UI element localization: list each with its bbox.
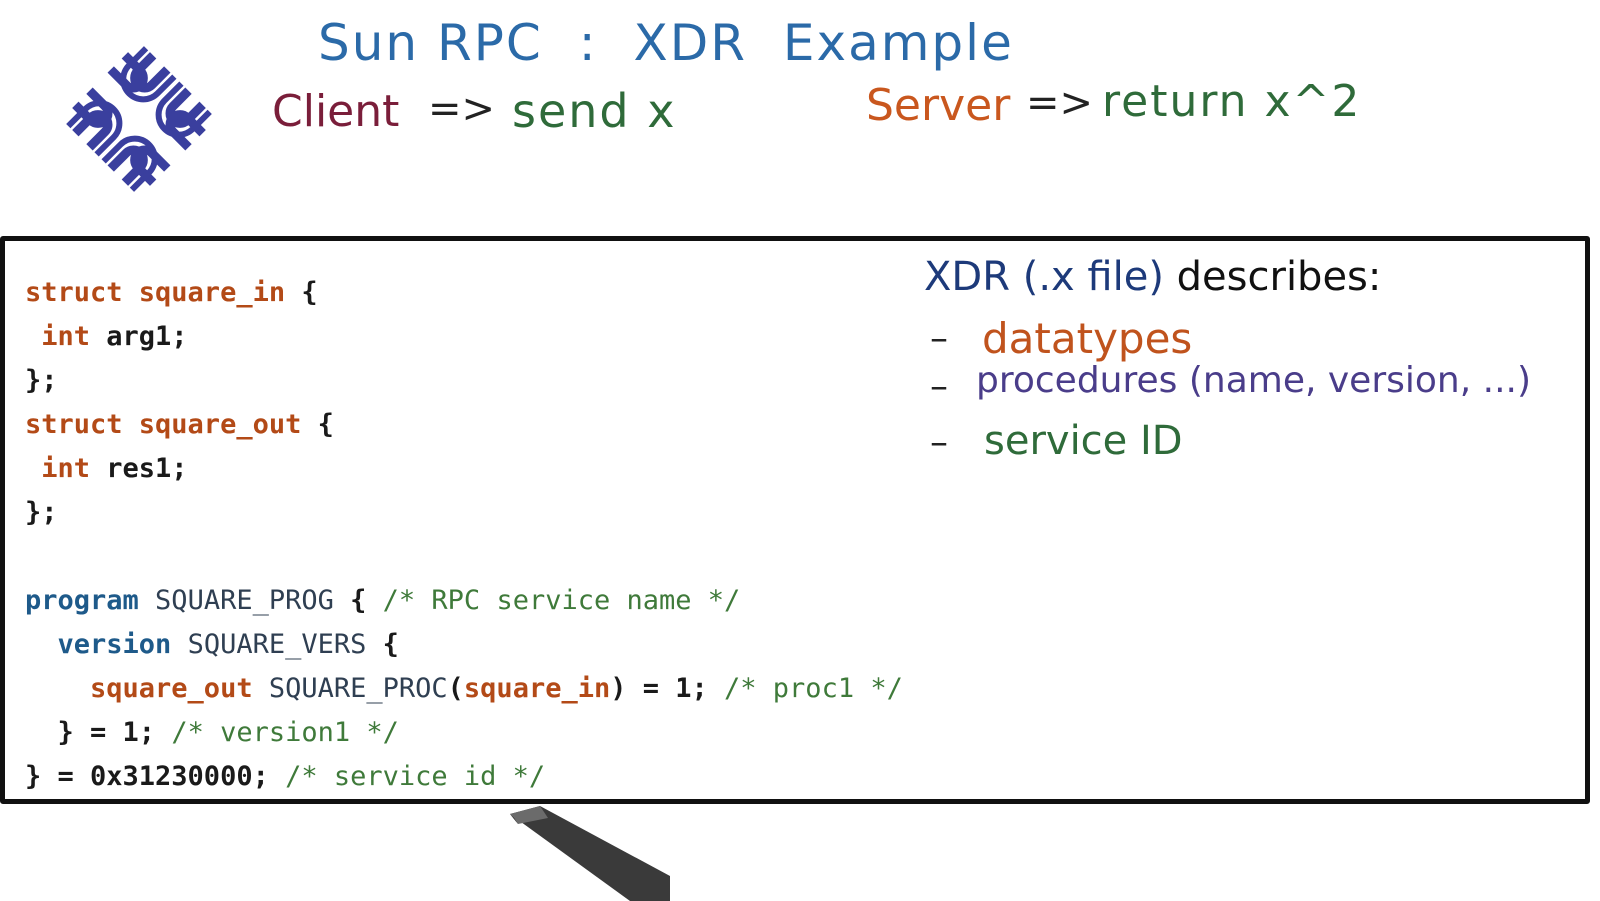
note-bullet-dash: –	[930, 366, 948, 407]
code-token-type: struct square_in	[25, 277, 286, 308]
code-token-type: square_out	[25, 673, 253, 704]
code-token-name: SQUARE_PROC	[252, 673, 448, 704]
code-token-plain: {	[333, 585, 383, 616]
title-part-colon: :	[578, 14, 598, 72]
code-line: } = 0x31230000; /* service id */	[25, 755, 903, 799]
code-token-type: int	[25, 453, 91, 484]
notes-heading-describes: describes:	[1163, 254, 1382, 300]
title-part-sun-rpc: Sun RPC	[318, 14, 543, 72]
note-bullet-dash: –	[930, 318, 948, 359]
code-line: version SQUARE_VERS {	[25, 623, 903, 667]
code-token-plain: };	[25, 497, 58, 528]
sun-logo	[66, 46, 212, 192]
code-token-kw: version	[25, 629, 172, 660]
code-line: };	[25, 359, 903, 403]
code-token-plain: arg1;	[90, 321, 188, 352]
code-token-name: SQUARE_VERS	[171, 629, 367, 660]
code-token-type: struct square_out	[25, 409, 302, 440]
code-token-comment: /* service id */	[285, 761, 546, 792]
code-token-plain: {	[301, 409, 334, 440]
code-token-plain: ) = 1;	[610, 673, 725, 704]
code-token-plain: } = 1;	[25, 717, 172, 748]
code-line: square_out SQUARE_PROC(square_in) = 1; /…	[25, 667, 903, 711]
code-line	[25, 535, 903, 579]
code-line: struct square_in {	[25, 271, 903, 315]
code-token-name: SQUARE_PROG	[138, 585, 334, 616]
code-token-kw: program	[25, 585, 139, 616]
code-line: int res1;	[25, 447, 903, 491]
server-arrow: =>	[1026, 80, 1094, 126]
server-action: return x^2	[1102, 76, 1362, 127]
code-token-plain: } = 0x31230000;	[25, 761, 286, 792]
note-bullet-dash: –	[930, 422, 948, 463]
pen-icon	[510, 806, 670, 901]
slide-title: Sun RPC : XDR Example	[318, 14, 1032, 72]
client-action: send x	[512, 84, 677, 138]
client-label: Client	[272, 86, 400, 137]
note-item-datatypes: datatypes	[982, 314, 1193, 363]
note-item-service-id: service ID	[984, 418, 1183, 464]
code-panel: struct square_in { int arg1;}; struct squ…	[0, 236, 1590, 804]
code-token-comment: /* proc1 */	[724, 673, 903, 704]
code-token-plain: (	[447, 673, 464, 704]
code-line: };	[25, 491, 903, 535]
code-token-plain: {	[366, 629, 399, 660]
code-line: struct square_out {	[25, 403, 903, 447]
notes-heading-xdr: XDR (.x file)	[924, 254, 1164, 300]
note-item-procedures: procedures (name, version, ...)	[976, 360, 1531, 401]
code-token-plain: };	[25, 365, 58, 396]
notes-heading: XDR (.x file) describes:	[924, 254, 1381, 300]
code-line: int arg1;	[25, 315, 903, 359]
code-line: program SQUARE_PROG { /* RPC service nam…	[25, 579, 903, 623]
code-token-plain: res1;	[90, 453, 188, 484]
title-part-example: Example	[782, 14, 1014, 72]
code-token-type: square_in	[463, 673, 611, 704]
server-label: Server	[866, 80, 1011, 131]
xdr-code-block: struct square_in { int arg1;}; struct squ…	[25, 271, 903, 799]
code-token-comment: /* RPC service name */	[382, 585, 741, 616]
title-part-xdr: XDR	[633, 14, 747, 72]
client-arrow: =>	[428, 86, 496, 132]
code-token-plain: {	[285, 277, 318, 308]
code-token-type: int	[25, 321, 91, 352]
code-token-comment: /* version1 */	[171, 717, 399, 748]
code-line: } = 1; /* version1 */	[25, 711, 903, 755]
